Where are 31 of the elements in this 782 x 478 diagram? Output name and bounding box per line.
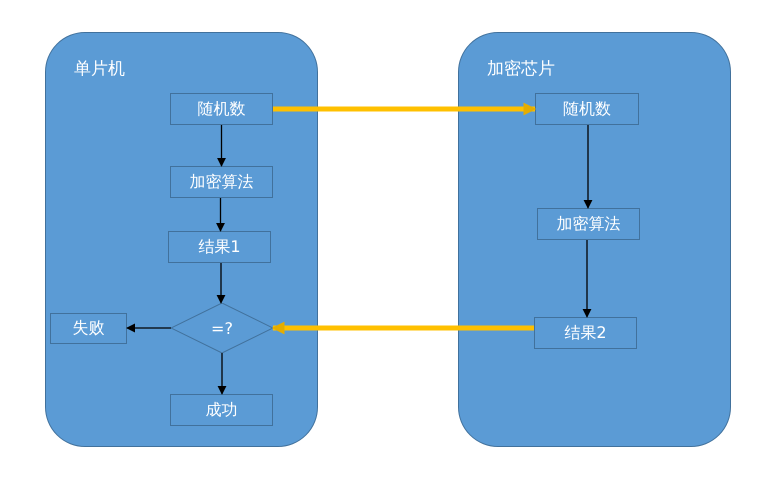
node-label: 加密算法 [556,214,620,234]
arrow [272,322,534,334]
arrow [126,324,171,332]
process-box [534,317,637,349]
process-box [168,231,271,263]
arrow [216,198,225,232]
node-label: 随机数 [563,98,611,120]
panel-title: 加密芯片 [487,58,555,80]
node-label: 失败 [72,318,104,339]
arrow [218,353,226,395]
panel-title: 单片机 [74,58,125,80]
node-label: 成功 [206,400,238,420]
node-label: 加密算法 [190,172,254,192]
process-box [170,93,273,125]
arrow [582,240,592,318]
group-panel [458,32,731,447]
arrow [216,263,226,304]
node-label: 结果1 [198,236,241,258]
node-label: 结果2 [564,322,607,344]
process-box [50,313,127,344]
arrow [217,125,226,167]
decision-diamond [171,303,273,353]
group-panel [45,32,318,447]
process-box [537,208,640,240]
node-label: 随机数 [198,98,246,120]
process-box [535,93,639,125]
process-box [170,166,273,198]
process-box [170,394,273,426]
node-label: =? [211,318,233,338]
arrow [273,102,536,116]
arrow [584,125,592,209]
